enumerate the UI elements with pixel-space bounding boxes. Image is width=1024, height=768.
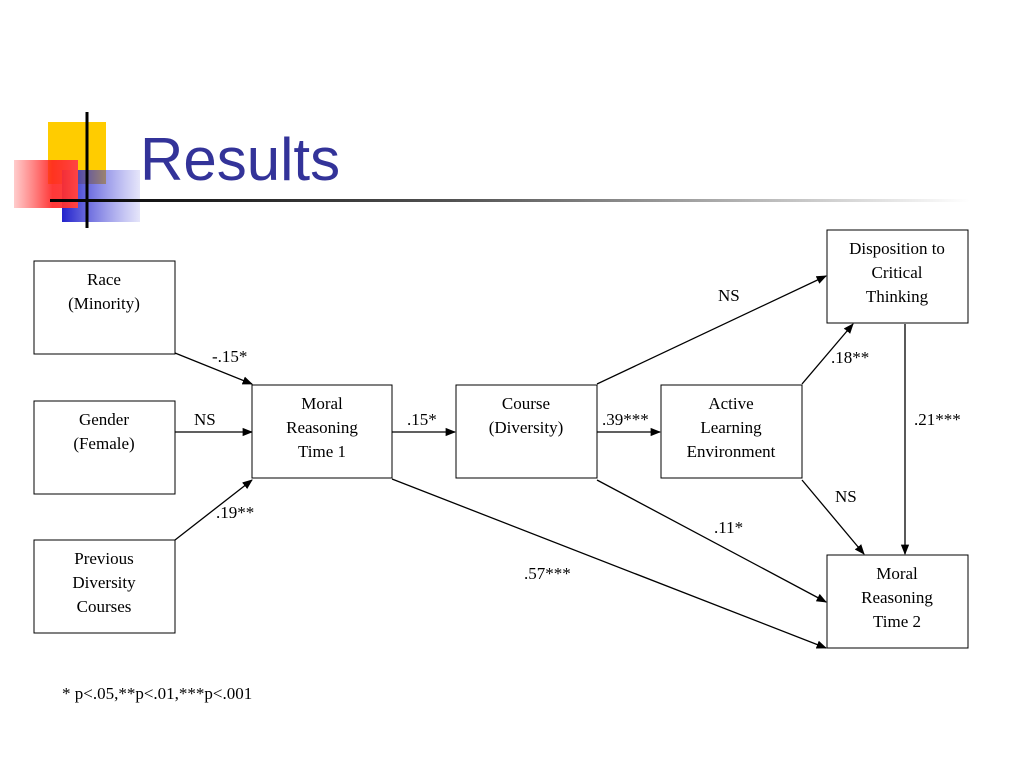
node-label-line: Race xyxy=(87,270,121,289)
edge-label-moral1-moral2: .57*** xyxy=(524,564,571,583)
node-box xyxy=(660,384,803,479)
node-label-line: Active xyxy=(708,394,753,413)
edge-label-course-active: .39*** xyxy=(602,410,649,429)
node-gender: Gender (Female) xyxy=(33,400,176,495)
node-label-line: Diversity xyxy=(72,573,136,592)
edge-labels: -.15* NS .19** .15* .39*** NS .18** .21*… xyxy=(194,286,961,583)
node-box xyxy=(251,384,393,479)
node-label-line: Time 2 xyxy=(873,612,921,631)
edge-label-race-moral1: -.15* xyxy=(212,347,247,366)
edge-label-active-disposition: .18** xyxy=(831,348,869,367)
node-disposition-critical-thinking: Disposition to Critical Thinking xyxy=(826,229,969,324)
node-label-line: Environment xyxy=(687,442,776,461)
node-previous-diversity-courses: Previous Diversity Courses xyxy=(33,539,176,634)
node-label-line: Reasoning xyxy=(861,588,933,607)
edge-label-disposition-moral2: .21*** xyxy=(914,410,961,429)
node-active-learning-environment: Active Learning Environment xyxy=(660,384,803,479)
node-label-line: Previous xyxy=(74,549,134,568)
node-box xyxy=(455,384,598,479)
node-course-diversity: Course (Diversity) xyxy=(455,384,598,479)
title-decoration xyxy=(14,112,140,228)
node-label-line: Learning xyxy=(700,418,762,437)
node-label-line: Gender xyxy=(79,410,129,429)
node-label-line: Moral xyxy=(876,564,918,583)
arrow-race-moral1 xyxy=(174,352,253,385)
edge-label-active-moral2: NS xyxy=(835,487,857,506)
significance-footnote: * p<.05,**p<.01,***p<.001 xyxy=(62,684,252,703)
arrow-previous-moral1 xyxy=(174,479,253,541)
arrow-course-moral2 xyxy=(596,479,827,603)
node-label-line: Thinking xyxy=(866,287,929,306)
node-moral-reasoning-time1: Moral Reasoning Time 1 xyxy=(251,384,393,479)
node-box xyxy=(826,554,969,649)
node-box xyxy=(33,539,176,634)
node-label-line: Course xyxy=(502,394,550,413)
node-box xyxy=(33,260,176,355)
node-label-line: Disposition to xyxy=(849,239,945,258)
edge-label-course-moral2: .11* xyxy=(714,518,743,537)
node-label-line: (Diversity) xyxy=(489,418,564,437)
edge-label-gender-moral1: NS xyxy=(194,410,216,429)
node-label-line: Time 1 xyxy=(298,442,346,461)
arrow-active-disposition xyxy=(801,323,854,385)
node-label-line: Moral xyxy=(301,394,343,413)
node-label-line: Reasoning xyxy=(286,418,358,437)
title-rule xyxy=(50,199,970,202)
node-race: Race (Minority) xyxy=(33,260,176,355)
node-label-line: (Female) xyxy=(73,434,134,453)
node-moral-reasoning-time2: Moral Reasoning Time 2 xyxy=(826,554,969,649)
edge-label-course-disposition: NS xyxy=(718,286,740,305)
arrow-moral1-moral2 xyxy=(391,478,827,649)
node-box xyxy=(826,229,969,324)
node-label-line: Courses xyxy=(77,597,132,616)
node-box xyxy=(33,400,176,495)
arrow-active-moral2 xyxy=(801,479,865,555)
node-label-line: (Minority) xyxy=(68,294,140,313)
page-title: Results xyxy=(140,126,340,193)
arrow-course-disposition xyxy=(596,275,827,385)
edge-label-previous-moral1: .19** xyxy=(216,503,254,522)
diagram-arrows xyxy=(174,275,910,649)
node-label-line: Critical xyxy=(872,263,923,282)
edge-label-moral1-course: .15* xyxy=(407,410,437,429)
